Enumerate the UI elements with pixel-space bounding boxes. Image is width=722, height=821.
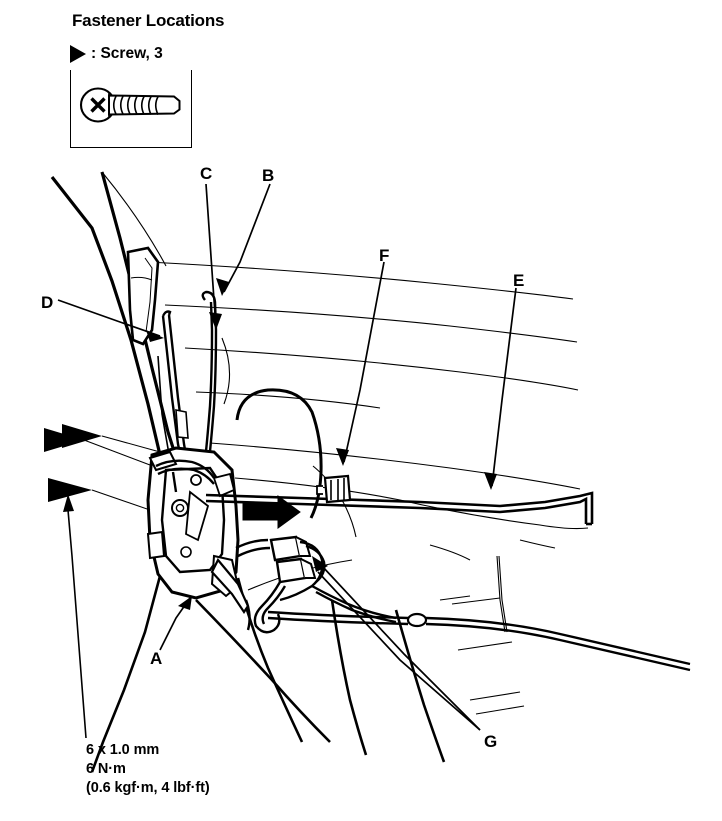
latch-upper-lever [155, 459, 215, 493]
screw-sample-box [70, 70, 192, 148]
arrowhead-C [209, 312, 222, 330]
upper-bracket [126, 246, 160, 346]
solid-triangle-marker-icon [70, 45, 86, 63]
callout-label-F: F [379, 246, 390, 265]
lower-long-rod [267, 610, 691, 672]
callout-leaders [57, 183, 517, 731]
lock-rod-guide [157, 355, 171, 461]
solid-triangle-marker-icon [62, 424, 102, 448]
rod-swivel-loop [406, 612, 428, 628]
torque-specification: 6 x 1.0 mm 6 N·m (0.6 kgf·m, 4 lbf·ft) [86, 741, 210, 798]
callout-label-G: G [484, 732, 498, 751]
callout-label-C: C [200, 164, 213, 183]
door-panel-contours [101, 171, 589, 530]
upper-bracket-crease [130, 276, 153, 281]
phillips-flat-head-screw-icon [79, 87, 181, 123]
latch-cable [235, 538, 271, 631]
upper-bracket-fold [144, 257, 153, 333]
arrowhead-D [146, 330, 164, 342]
callout-arrowheads [146, 278, 497, 610]
torque-leader-arrow [63, 494, 87, 739]
torque-newton-meters: 6 N·m [86, 761, 126, 778]
bold-right-arrow-icon [242, 495, 301, 529]
callout-label-A: A [150, 649, 163, 668]
page-title: Fastener Locations [72, 11, 225, 30]
legend-screw-marker: : Screw, 3 [70, 45, 163, 63]
solid-triangle-marker-icon [48, 478, 92, 502]
latch-pivot [190, 474, 202, 486]
callout-label-B: B [262, 166, 275, 185]
rod-retainer-clip [175, 409, 189, 439]
outer-handle-rod-E [205, 491, 594, 526]
legend-label: : Screw, 3 [91, 45, 163, 62]
screw-marker-icons [44, 424, 161, 511]
arrowhead-A [178, 596, 192, 610]
rod-clip-F [316, 474, 352, 504]
callout-label-E: E [513, 271, 525, 290]
arrowhead-E [484, 472, 497, 490]
torque-alt-units: (0.6 kgf·m, 4 lbf·ft) [86, 780, 210, 797]
torque-thread-size: 6 x 1.0 mm [86, 742, 160, 758]
arrowhead-F [336, 448, 349, 466]
callout-label-D: D [41, 293, 54, 312]
wire-harness-connectors-G [253, 535, 397, 634]
arrowhead-B [216, 278, 229, 296]
